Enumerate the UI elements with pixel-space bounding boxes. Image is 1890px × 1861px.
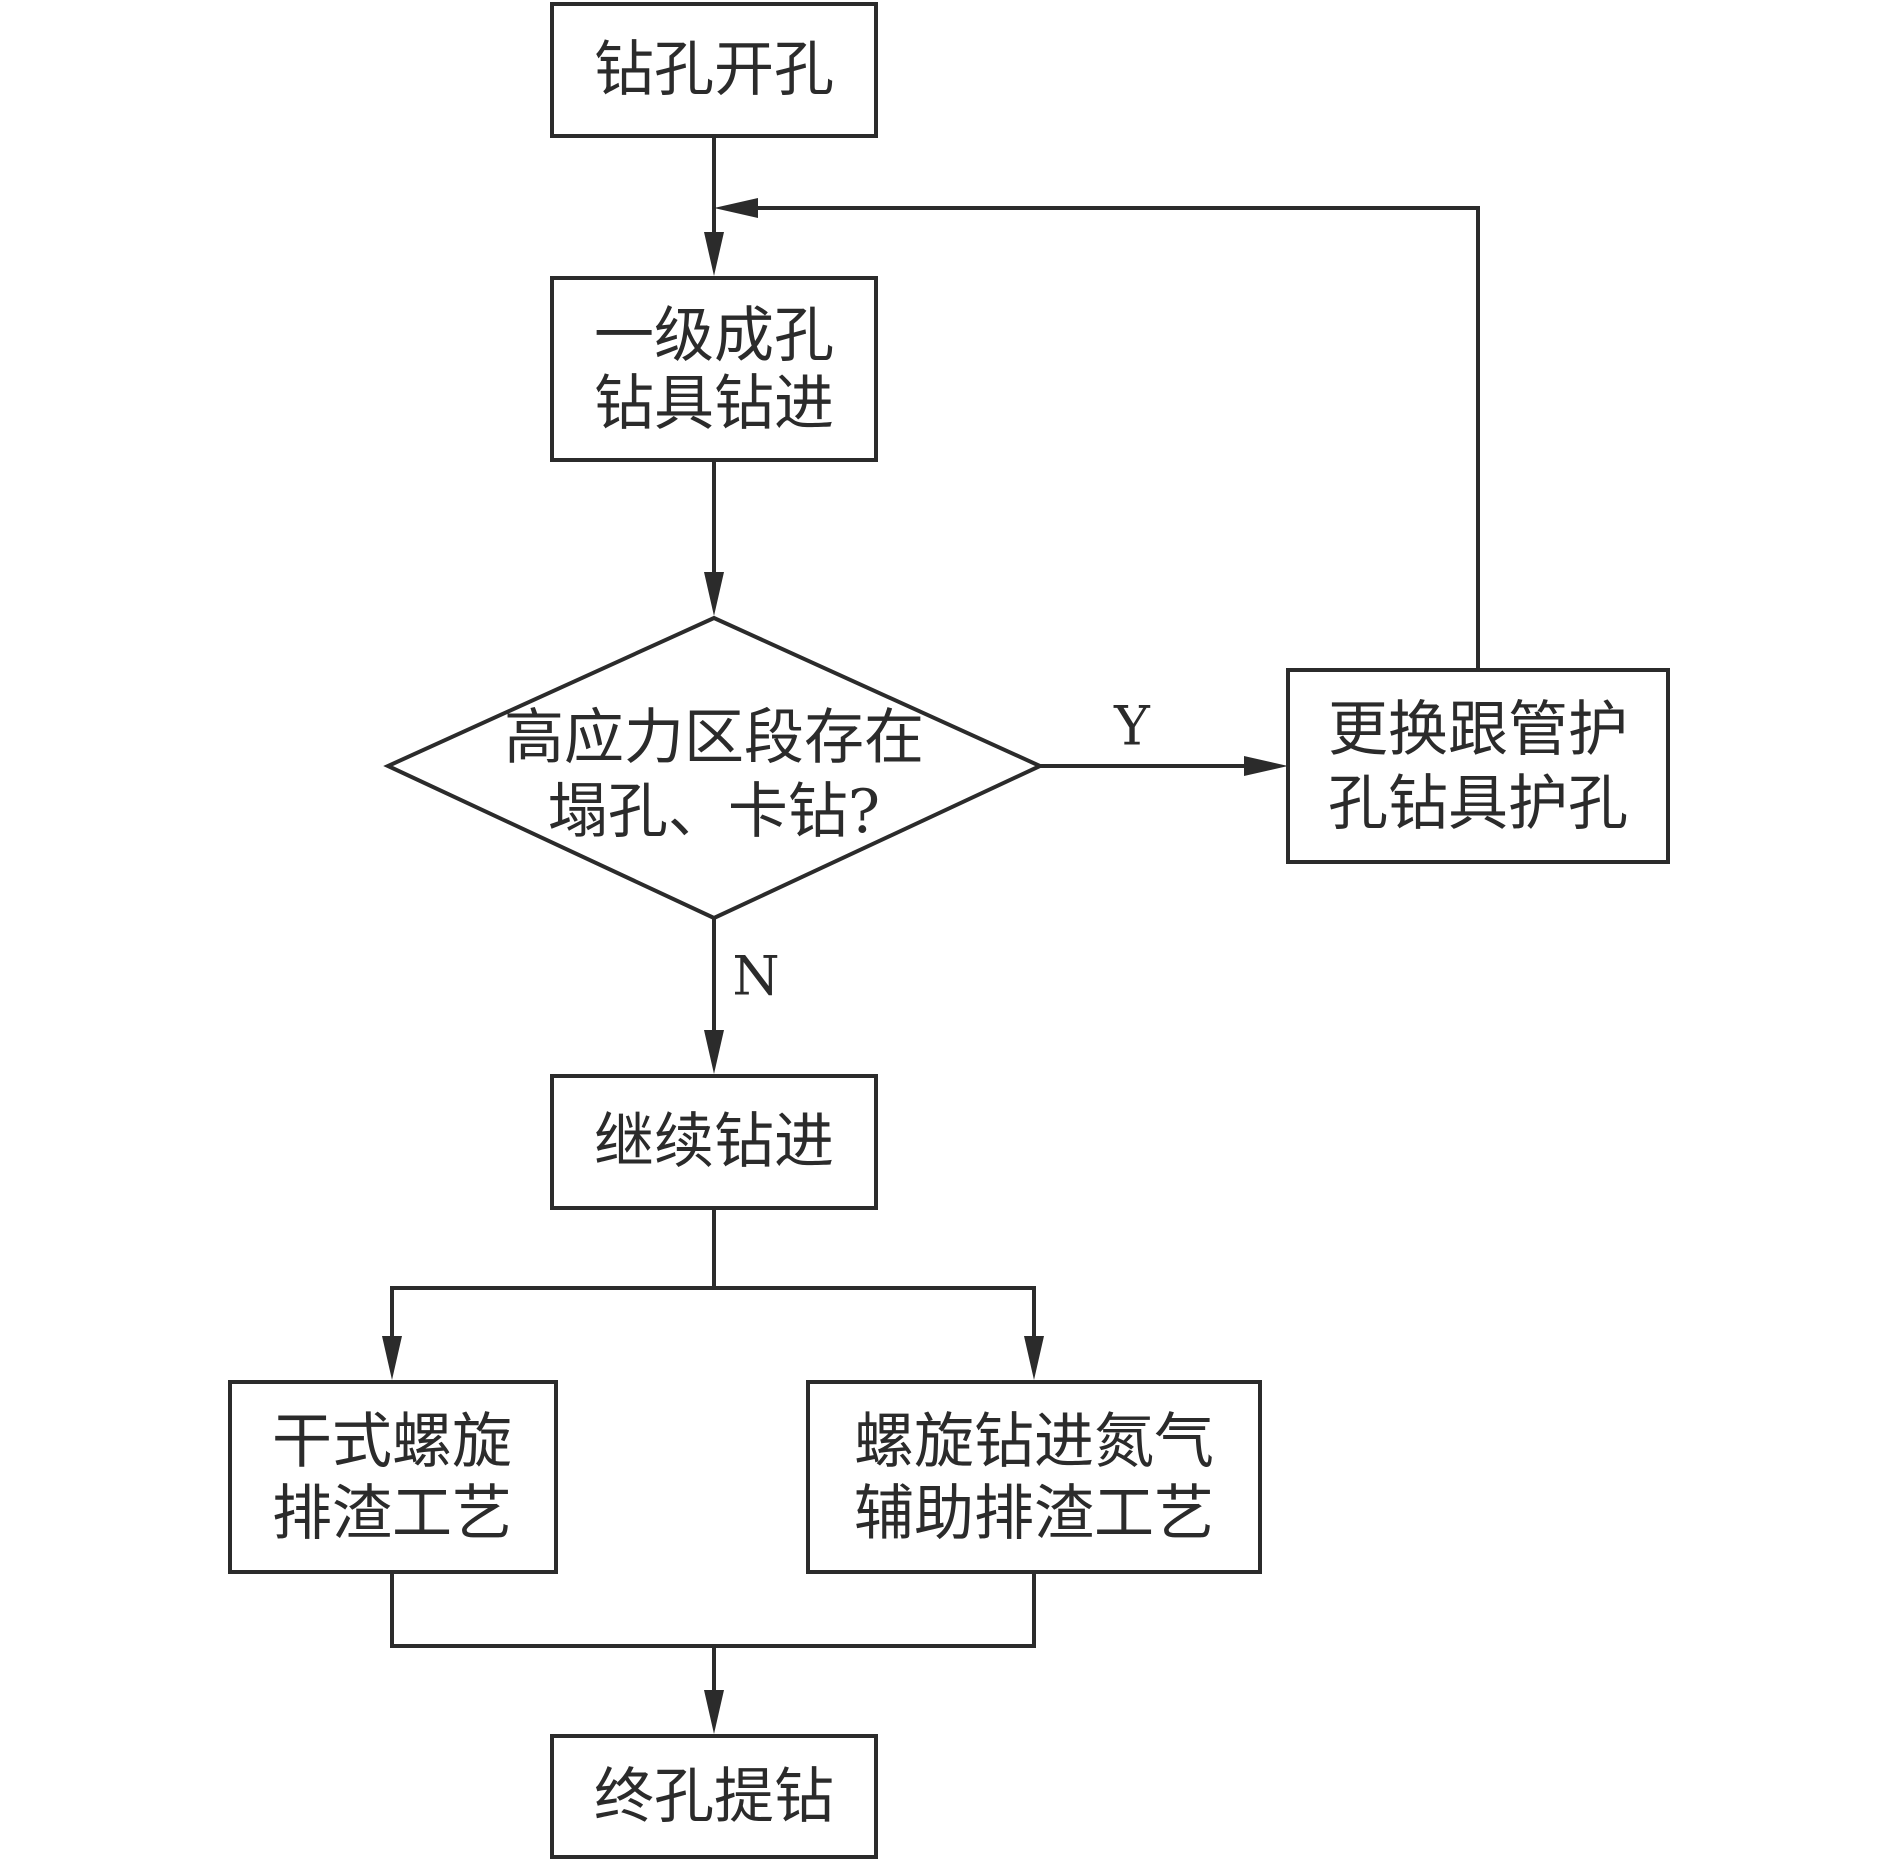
node-start: 钻孔开孔: [550, 2, 878, 138]
connectors: [382, 136, 1480, 1734]
connector-merge-bar: [390, 1572, 1036, 1648]
node-replace: 更换跟管护 孔钻具护孔: [1286, 668, 1670, 864]
node-decision-label-line1: 高应力区段存在: [504, 703, 924, 773]
node-dry-spiral-label-line2: 排渣工艺: [272, 1479, 512, 1549]
arrowhead-continue: [704, 1030, 724, 1074]
node-dry-spiral-box: [228, 1380, 558, 1574]
arrowhead-replace: [1244, 756, 1288, 776]
connector-split-bar: [390, 1286, 1036, 1336]
arrowhead-nitrogen: [1024, 1336, 1044, 1380]
node-decision: 高应力区段存在 塌孔、卡钻?: [383, 615, 1045, 921]
edge-label-no: N: [732, 945, 779, 1008]
node-nitrogen-assisted-label-line1: 螺旋钻进氮气: [854, 1407, 1214, 1477]
node-stage1-box: [550, 276, 878, 462]
node-end-label: 终孔提钻: [594, 1762, 834, 1832]
node-stage1-label-line2: 钻具钻进: [594, 369, 834, 439]
node-continue-label: 继续钻进: [594, 1107, 834, 1177]
node-dry-spiral-label-line1: 干式螺旋: [272, 1407, 512, 1477]
node-start-label: 钻孔开孔: [594, 35, 834, 105]
node-dry-spiral: 干式螺旋 排渣工艺: [228, 1380, 558, 1574]
node-continue-box: [550, 1074, 878, 1210]
node-end-box: [550, 1734, 878, 1859]
node-nitrogen-assisted: 螺旋钻进氮气 辅助排渣工艺: [806, 1380, 1262, 1574]
node-nitrogen-assisted-label-line2: 辅助排渣工艺: [854, 1479, 1214, 1549]
node-replace-box: [1286, 668, 1670, 864]
node-start-box: [550, 2, 878, 138]
connector-replace-loop-back: [758, 206, 1480, 668]
node-decision-label-line2: 塌孔、卡钻?: [548, 777, 880, 847]
node-end: 终孔提钻: [550, 1734, 878, 1859]
node-stage1-label-line1: 一级成孔: [594, 301, 834, 371]
node-continue: 继续钻进: [550, 1074, 878, 1210]
node-stage1: 一级成孔 钻具钻进: [550, 276, 878, 462]
arrowhead-loop-back: [714, 198, 758, 218]
node-decision-diamond: [383, 615, 1045, 921]
arrowhead-end: [704, 1690, 724, 1734]
edge-label-yes: Y: [1113, 695, 1151, 758]
node-nitrogen-assisted-box: [806, 1380, 1262, 1574]
arrowhead-decision: [704, 572, 724, 616]
arrowhead-dry: [382, 1336, 402, 1380]
arrowhead-stage1: [704, 232, 724, 276]
node-replace-label-line1: 更换跟管护: [1328, 695, 1628, 765]
node-replace-label-line2: 孔钻具护孔: [1328, 769, 1628, 839]
